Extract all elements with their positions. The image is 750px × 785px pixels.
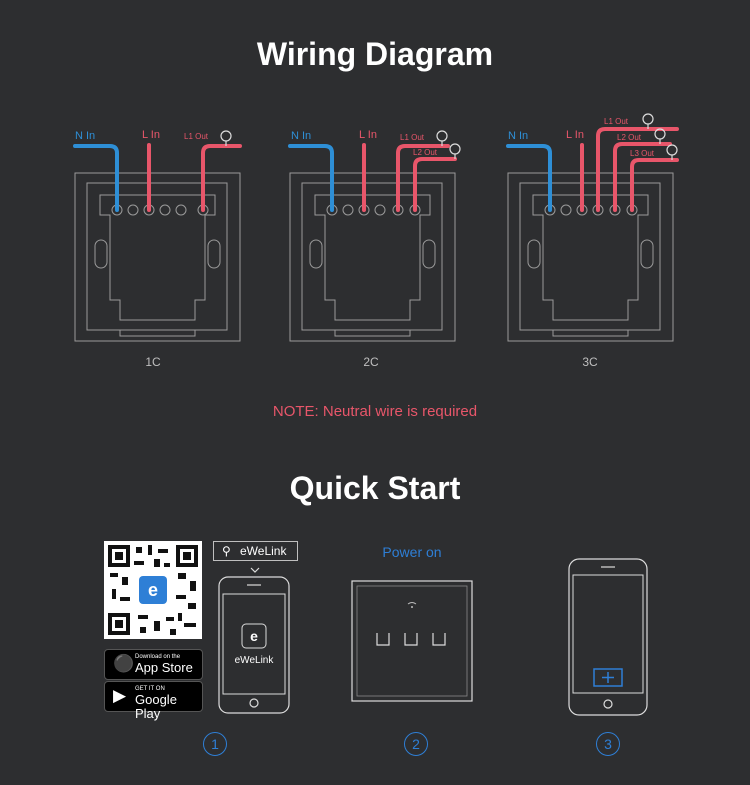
google-play-button[interactable]: ▶ GET IT ON Google Play: [104, 681, 203, 721]
app-store-button[interactable]: ⚫ Download on the App Store: [104, 649, 203, 680]
panel-3c: [507, 172, 674, 342]
caption-3c: 3C: [582, 355, 598, 369]
label-l2-out: L2 Out: [413, 148, 438, 157]
wires-2c: [288, 143, 457, 212]
label-l2-out: L2 Out: [617, 133, 642, 142]
wires-1c: [73, 143, 242, 212]
chevron-down-icon: [250, 567, 260, 573]
app-name-label: eWeLink: [234, 655, 274, 666]
bulb-icon: [220, 130, 232, 146]
label-l3-out: L3 Out: [630, 149, 655, 158]
svg-text:e: e: [250, 628, 258, 644]
phone-step-3: [568, 558, 648, 716]
qr-code: e: [104, 541, 202, 639]
bulb-icon: [666, 144, 678, 160]
apple-icon: ⚫: [113, 654, 135, 673]
quick-start-title: Quick Start: [289, 470, 461, 506]
neutral-wire-note: NOTE: Neutral wire is required: [272, 403, 478, 420]
label-l1-out: L1 Out: [184, 132, 209, 141]
label-n-in: N In: [291, 130, 311, 142]
add-device-icon: [593, 668, 623, 687]
panel-1c: [74, 172, 241, 342]
label-l-in: L In: [359, 129, 377, 141]
bulb-icon: [654, 128, 666, 144]
label-n-in: N In: [508, 130, 528, 142]
step-1-badge: 1: [203, 732, 227, 756]
wiring-diagram-title: Wiring Diagram: [256, 36, 494, 72]
search-icon: ⚲: [222, 544, 231, 558]
label-l-in: L In: [142, 129, 160, 141]
bulb-icon: [436, 130, 448, 146]
app-search-box[interactable]: ⚲ eWeLink: [213, 541, 298, 561]
bulb-icon: [449, 143, 461, 159]
phone-step-1: e: [218, 576, 290, 714]
label-l-in: L In: [566, 129, 584, 141]
play-icon: ▶: [113, 686, 127, 705]
wifi-icon: [407, 602, 417, 608]
step-3-badge: 3: [596, 732, 620, 756]
caption-1c: 1C: [145, 355, 161, 369]
svg-text:e: e: [148, 580, 158, 600]
step-2-badge: 2: [404, 732, 428, 756]
wiring-diagrams: N In L In L1 Out N In L In L1 Out L2 Out…: [73, 113, 679, 342]
label-n-in: N In: [75, 130, 95, 142]
panel-2c: [289, 172, 456, 342]
caption-2c: 2C: [363, 355, 379, 369]
bulb-icon: [642, 113, 654, 129]
label-l1-out: L1 Out: [400, 133, 425, 142]
label-l1-out: L1 Out: [604, 117, 629, 126]
wall-switch: [351, 580, 473, 702]
power-on-label: Power on: [382, 544, 442, 560]
wires-3c: [506, 127, 679, 212]
